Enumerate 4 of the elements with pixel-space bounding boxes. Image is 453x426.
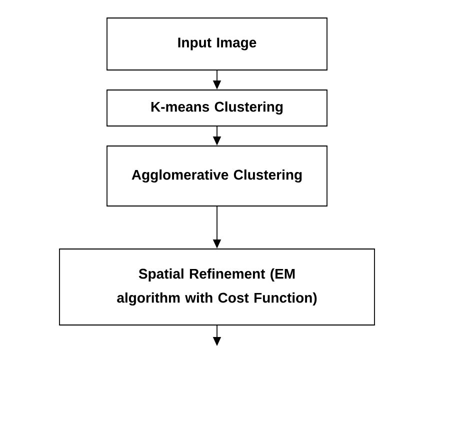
- process-box: K-means Clustering: [106, 90, 328, 126]
- process-box: Spatial Refinement (EM algorithm with Cost Function): [59, 248, 375, 326]
- process-box: Input Image: [106, 18, 328, 70]
- process-box: Agglomerative Clustering: [106, 146, 328, 206]
